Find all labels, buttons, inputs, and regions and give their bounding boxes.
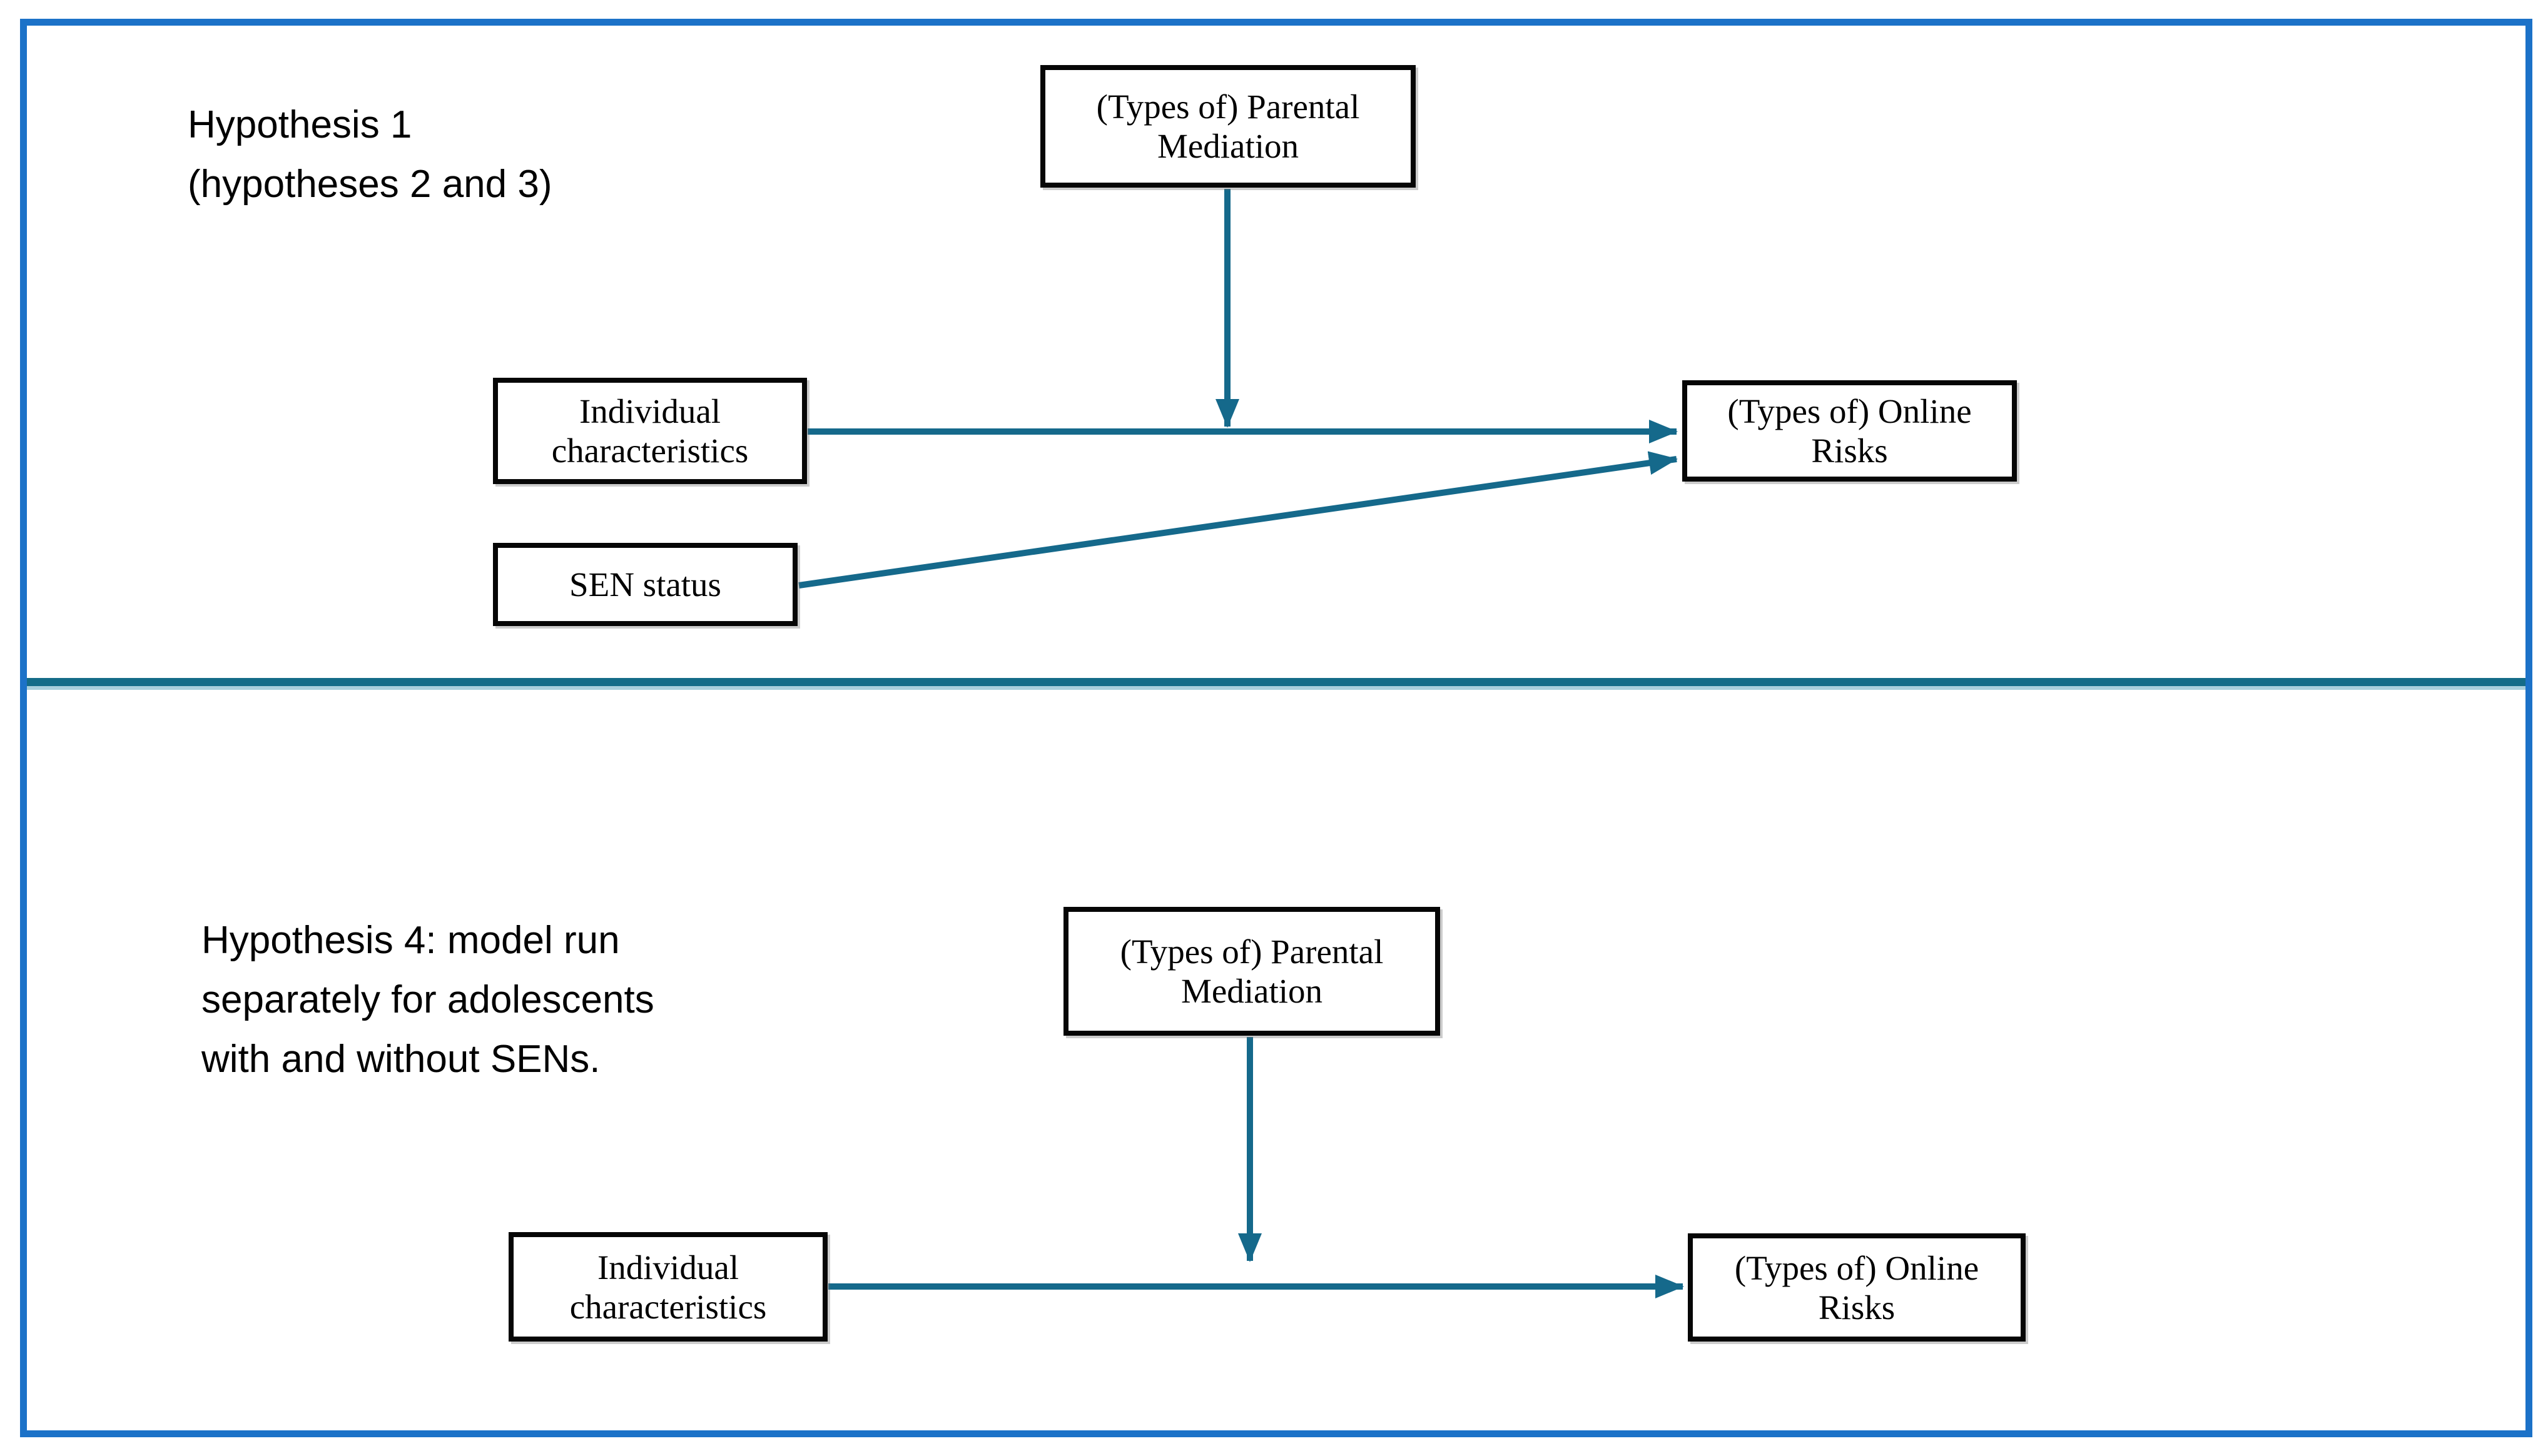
hypothesis-4-label-line-3: with and without SENs. (201, 1038, 601, 1081)
hypothesis-4-label-line-2: separately for adolescents (201, 978, 654, 1021)
box-top-individual-characteristics-label: Individual characteristics (551, 392, 749, 470)
box-top-sen-status: SEN status (493, 543, 798, 626)
box-top-individual-characteristics: Individual characteristics (493, 378, 807, 484)
box-bottom-parental-mediation: (Types of) Parental Mediation (1063, 907, 1440, 1036)
hypothesis-1-label-line-1: Hypothesis 1 (188, 103, 412, 146)
hypothesis-1-label: Hypothesis 1 (hypotheses 2 and 3) (188, 95, 552, 214)
box-bottom-online-risks-label: (Types of) Online Risks (1734, 1248, 1979, 1327)
hypothesis-1-label-line-2: (hypotheses 2 and 3) (188, 163, 552, 206)
box-top-online-risks: (Types of) Online Risks (1682, 380, 2017, 482)
box-top-sen-status-label: SEN status (569, 565, 721, 604)
box-bottom-online-risks: (Types of) Online Risks (1688, 1233, 2026, 1342)
hypothesis-4-label-line-1: Hypothesis 4: model run (201, 919, 620, 962)
box-top-parental-mediation-label: (Types of) Parental Mediation (1096, 88, 1360, 165)
box-bottom-individual-characteristics-label: Individual characteristics (569, 1248, 767, 1326)
panel-separator (27, 678, 2525, 690)
box-top-online-risks-label: (Types of) Online Risks (1727, 392, 1972, 470)
box-bottom-individual-characteristics: Individual characteristics (509, 1232, 828, 1342)
box-top-parental-mediation: (Types of) Parental Mediation (1040, 65, 1416, 188)
figure-border (20, 19, 2532, 1437)
hypothesis-4-label: Hypothesis 4: model run separately for a… (201, 911, 654, 1089)
box-bottom-parental-mediation-label: (Types of) Parental Mediation (1120, 933, 1384, 1010)
